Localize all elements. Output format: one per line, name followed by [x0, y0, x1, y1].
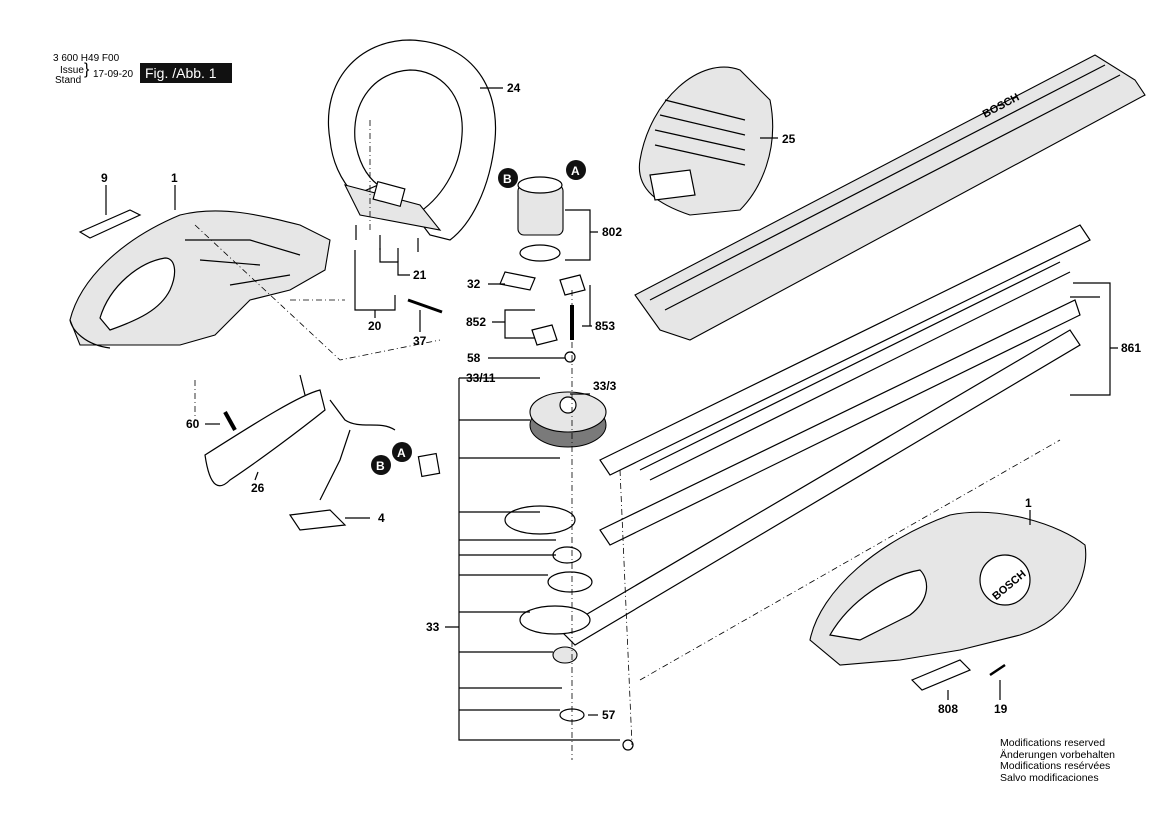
blade-washers: [504, 505, 634, 751]
part-label-852: 852: [466, 315, 486, 329]
screws-21: [355, 225, 419, 262]
part-label-9: 9: [101, 171, 108, 185]
part-label-1-left: 1: [171, 171, 178, 185]
part-label-861: 861: [1121, 341, 1141, 355]
part-label-57: 57: [602, 708, 616, 722]
housing-left-part: [69, 210, 331, 349]
callout-b-motor: B: [498, 168, 518, 188]
cover-part: [638, 66, 774, 216]
part-label-20: 20: [368, 319, 382, 333]
label-plate-9: [78, 209, 142, 239]
switch-part: [204, 374, 441, 531]
part-label-853: 853: [595, 319, 615, 333]
blade-upper: [599, 224, 1091, 481]
front-handle-part: [327, 39, 497, 241]
screw-19: [989, 663, 1006, 677]
part-label-33-3: 33/3: [593, 379, 617, 393]
part-label-802: 802: [602, 225, 622, 239]
part-label-25: 25: [782, 132, 796, 146]
brackets-852-853: [499, 271, 586, 363]
gear-part: [529, 391, 607, 448]
note-line: Änderungen vorbehalten: [1000, 748, 1116, 761]
pin-37: [407, 298, 443, 314]
bracket-symbol: }: [84, 61, 90, 78]
part-label-37: 37: [413, 334, 427, 348]
part-label-808: 808: [938, 702, 958, 716]
callout-b-switch: B: [371, 455, 391, 475]
callout-a-switch: A: [392, 442, 412, 462]
part-label-21: 21: [413, 268, 427, 282]
part-label-58: 58: [467, 351, 481, 365]
svg-text:B: B: [503, 172, 512, 186]
part-label-33-11: 33/11: [466, 371, 496, 385]
issue-date: 17-09-20: [93, 69, 134, 80]
motor-part: [517, 176, 564, 262]
figure-label: Fig. /Abb. 1: [140, 63, 232, 83]
part-label-24: 24: [507, 81, 521, 95]
blade-middle: [599, 299, 1081, 546]
svg-text:A: A: [397, 446, 406, 460]
callout-a-motor: A: [566, 160, 586, 180]
svg-text:A: A: [571, 164, 580, 178]
part-label-26: 26: [251, 481, 265, 495]
issue-label: Issue: [60, 65, 84, 76]
blade-guard-part: BOSCH: [634, 54, 1146, 341]
modifications-notes: Modifications reserved Änderungen vorbeh…: [1000, 737, 1116, 784]
note-line: Modifications resérvées: [1000, 760, 1111, 772]
part-label-32: 32: [467, 277, 481, 291]
stand-label: Stand: [55, 75, 82, 86]
part-label-60: 60: [186, 417, 200, 431]
note-line: Salvo modificaciones: [1000, 771, 1099, 784]
doc-number: 3 600 H49 F00: [53, 53, 120, 64]
part-label-1-right: 1: [1025, 496, 1032, 510]
part-label-19: 19: [994, 702, 1008, 716]
blade-lower: [559, 329, 1081, 646]
part-label-33: 33: [426, 620, 440, 634]
note-line: Modifications reserved: [1000, 737, 1106, 749]
part-label-4: 4: [378, 511, 385, 525]
housing-right-part: BOSCH: [809, 511, 1087, 666]
label-plate-808: [910, 659, 972, 691]
svg-text:B: B: [376, 459, 385, 473]
